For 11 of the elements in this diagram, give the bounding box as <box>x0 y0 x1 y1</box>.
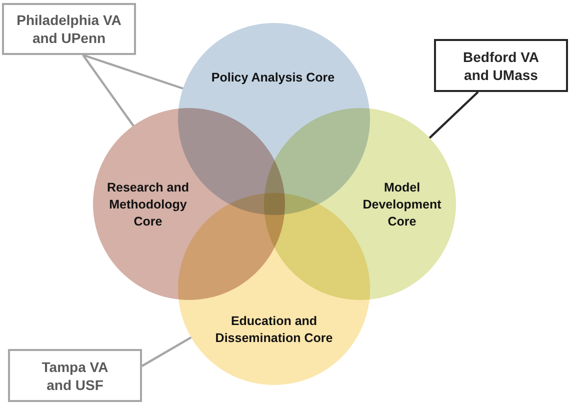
core-label: Research and Methodology Core <box>106 180 190 230</box>
site-callout: Bedford VA and UMass <box>434 39 568 92</box>
site-callout: Tampa VA and USF <box>8 349 142 402</box>
leader-line <box>141 336 192 367</box>
site-callout: Philadelphia VA and UPenn <box>2 3 136 55</box>
leader-line <box>82 54 184 90</box>
core-label: Policy Analysis Core <box>210 70 336 86</box>
leader-line <box>82 54 134 126</box>
core-label: Model Development Core <box>362 180 442 230</box>
core-label: Education and Dissemination Core <box>214 313 334 347</box>
leader-line <box>428 91 479 139</box>
